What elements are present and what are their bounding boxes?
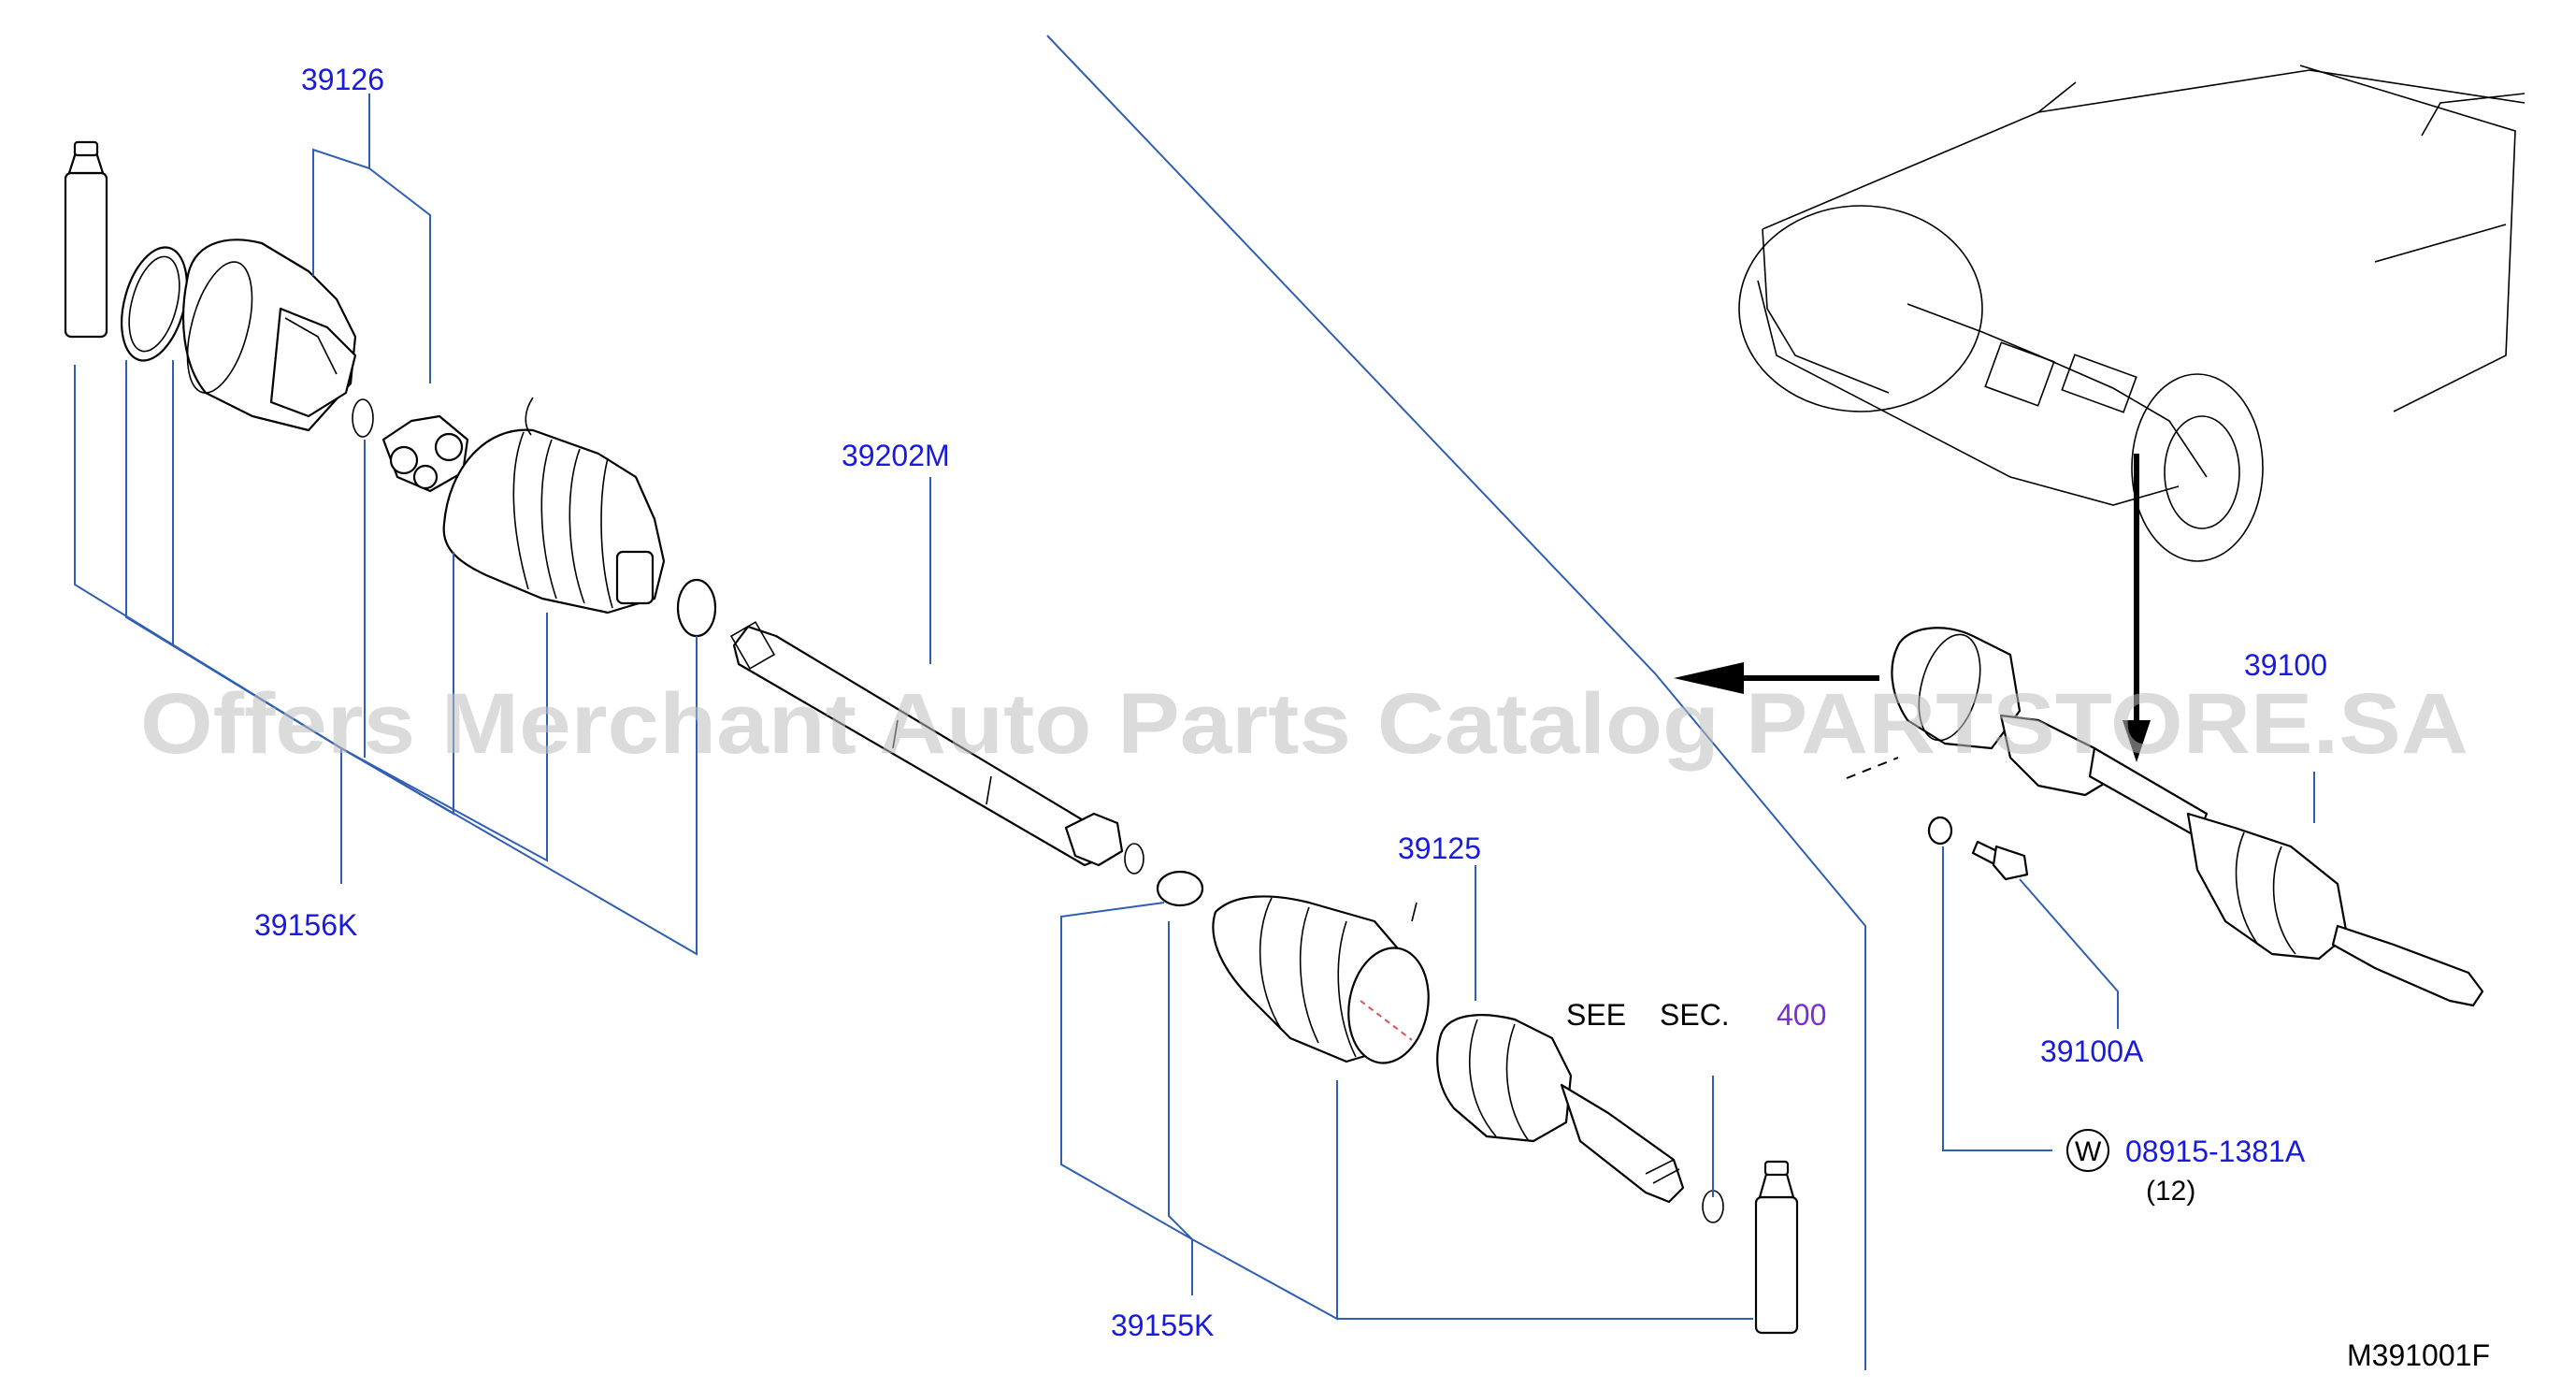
w-symbol-circle-icon [2066, 1129, 2109, 1172]
washer-icon [1927, 816, 1953, 846]
circlip-icon [352, 398, 374, 438]
outer-small-band-icon [1156, 870, 1204, 907]
w-symbol: W [2075, 1136, 2102, 1167]
bolt-icon [1971, 840, 2029, 881]
grease-tube-2-icon [1754, 1160, 1799, 1335]
label-08915-1381a[interactable]: 08915-1381A [2125, 1135, 2306, 1168]
leader-lines [74, 94, 2315, 1321]
outer-joint-assembly [1124, 843, 1799, 1335]
section-link-400[interactable]: 400 [1777, 998, 1826, 1032]
label-39202m[interactable]: 39202M [842, 439, 950, 472]
inner-boot-icon [442, 397, 666, 614]
joint-housing-icon [181, 239, 357, 432]
label-39125[interactable]: 39125 [1398, 831, 1481, 865]
label-39100a[interactable]: 39100A [2040, 1034, 2144, 1068]
outer-circlip-icon [1124, 843, 1144, 875]
label-39156k[interactable]: 39156K [254, 908, 357, 942]
divider-line [1046, 35, 1866, 1370]
outer-boot-icon [1212, 895, 1430, 1064]
assembled-shaft-icon [1891, 627, 2484, 1007]
car-illustration [1738, 65, 2526, 562]
label-39100[interactable]: 39100 [2244, 648, 2327, 682]
watermark-text: Offers Merchant Auto Parts Catalog PARTS… [140, 676, 2468, 772]
centerline [1360, 1000, 1413, 1041]
see-label: SEE [1566, 998, 1626, 1032]
diagram-ref-code: M391001F [2347, 1338, 2490, 1372]
grease-tube-icon [64, 140, 108, 339]
tripod-joint-icon [381, 414, 469, 493]
label-39155k[interactable]: 39155K [1111, 1308, 1214, 1342]
arrowhead-left-icon [1674, 662, 1744, 694]
label-39126[interactable]: 39126 [301, 63, 384, 96]
quantity-label: (12) [2146, 1176, 2195, 1207]
arrowhead-down-icon [2123, 720, 2151, 762]
sec-label: SEC. [1660, 998, 1730, 1032]
assembly-dashed-line [1846, 757, 1899, 779]
outer-cv-joint-icon [1436, 1014, 1685, 1204]
drive-shaft-icon [729, 621, 1124, 867]
boot-band-icon [676, 578, 717, 638]
inner-joint-assembly [64, 140, 717, 638]
